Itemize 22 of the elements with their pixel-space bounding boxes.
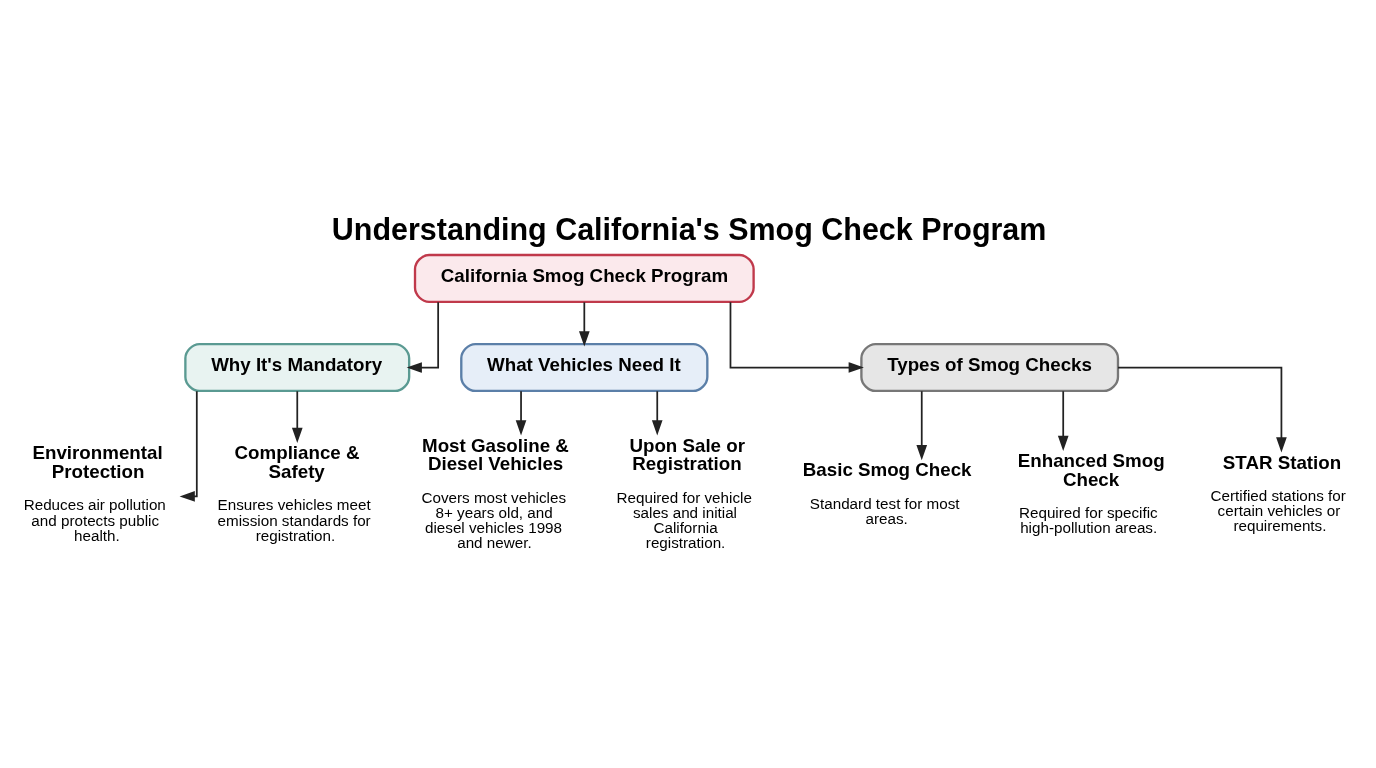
arrow (406, 300, 440, 373)
arrow (651, 389, 663, 435)
arrow (515, 389, 527, 435)
node-text: Basic Smog Check Standard test for most areas. (802, 458, 972, 527)
arrow (578, 300, 590, 347)
arrow (1057, 389, 1069, 451)
node-box: Types of Smog Checks (860, 342, 1120, 392)
arrow (291, 389, 303, 443)
arrow (916, 389, 928, 460)
diagram-title: Understanding California's Smog Check Program (331, 211, 1047, 246)
arrow (729, 300, 864, 373)
node-text: Environmental Protection Reduces air pollution and protects public health. (23, 441, 166, 544)
node-text: Most Gasoline & Diesel Vehicles Covers most vehicles 8+ years old, and diesel vehicles 1998 and newer. (421, 434, 569, 551)
node-text: Compliance & Safety Ensures vehicles meet emission standards for registration. (217, 441, 371, 544)
node-box: California Smog Check Program (413, 253, 755, 303)
node-box: Why It's Mandatory (184, 342, 411, 392)
arrow (179, 389, 198, 502)
node-text: Enhanced Smog Check Required for specific high-pollution areas. (1017, 449, 1165, 536)
node-text: Upon Sale or Registration Required for vehicle sales and initial California registration. (616, 434, 752, 551)
node-text: STAR Station Certified stations for certain vehicles or requirements. (1210, 451, 1346, 534)
arrow (1117, 366, 1287, 452)
node-box: What Vehicles Need It (460, 342, 709, 392)
